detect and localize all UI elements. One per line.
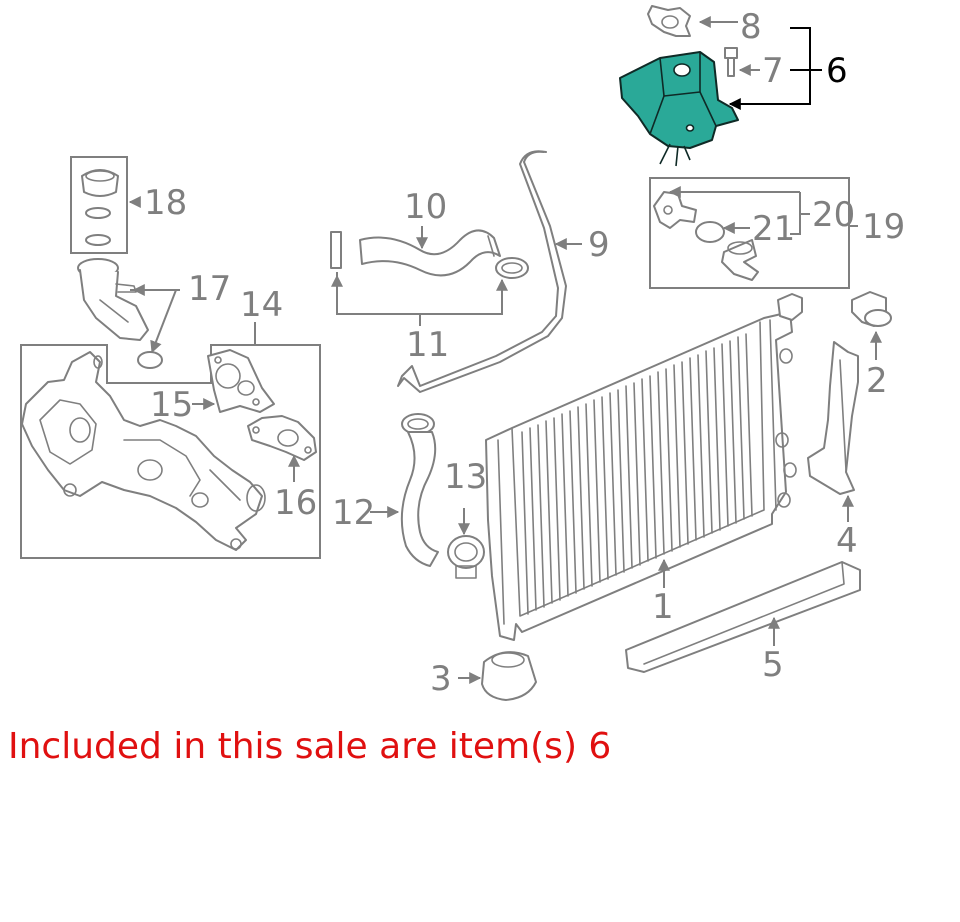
cap-group-frame (70, 156, 128, 254)
callout-14: 14 (240, 285, 283, 325)
callout-7: 7 (762, 51, 784, 91)
callout-6: 6 (826, 51, 848, 91)
coolant-reservoir (619, 51, 739, 167)
reservoir-bolt (724, 47, 738, 77)
callout-5: 5 (762, 645, 784, 685)
callout-3: 3 (430, 659, 452, 699)
radiator (485, 293, 803, 641)
upper-hose-clamp-right (495, 257, 529, 279)
callout-12: 12 (332, 493, 375, 533)
lower-radiator-hose (400, 431, 439, 567)
callout-19: 19 (862, 207, 905, 247)
callout-18: 18 (144, 183, 187, 223)
reservoir-bracket (647, 5, 691, 37)
callout-9: 9 (588, 225, 610, 265)
filler-neck-seal (137, 351, 163, 369)
thermostat-housing (21, 351, 266, 551)
callout-20: 20 (812, 195, 855, 235)
radiator-cap (81, 169, 119, 197)
housing-group-frame (20, 344, 321, 559)
lower-hose-clamp-13 (447, 535, 485, 579)
filler-neck (77, 258, 149, 341)
callout-15: 15 (150, 385, 193, 425)
cap-seal-lower (85, 234, 111, 246)
callout-4: 4 (836, 521, 858, 561)
callout-2: 2 (866, 361, 888, 401)
thermostat-valve (653, 191, 697, 229)
thermostat-seal-21 (695, 221, 725, 243)
radiator-mount-lower (481, 651, 537, 701)
callout-11: 11 (406, 325, 449, 365)
upper-radiator-hose (359, 229, 501, 277)
sale-caption: Included in this sale are item(s) 6 (8, 726, 612, 767)
side-air-deflector (807, 341, 859, 495)
cap-seal-upper (85, 207, 111, 219)
thermostat-group-frame (649, 177, 850, 289)
callout-13: 13 (444, 457, 487, 497)
thermostat-housing-outlet (721, 239, 759, 281)
callout-17: 17 (188, 269, 231, 309)
radiator-mount-upper (851, 291, 892, 327)
callout-16: 16 (274, 483, 317, 523)
housing-gasket-16 (247, 415, 317, 461)
overflow-hose (397, 150, 567, 393)
callout-10: 10 (404, 187, 447, 227)
callout-21: 21 (752, 209, 795, 249)
housing-gasket-15 (207, 349, 275, 413)
callout-8: 8 (740, 7, 762, 47)
upper-hose-clamp-left (330, 231, 342, 269)
callout-1: 1 (652, 587, 674, 627)
